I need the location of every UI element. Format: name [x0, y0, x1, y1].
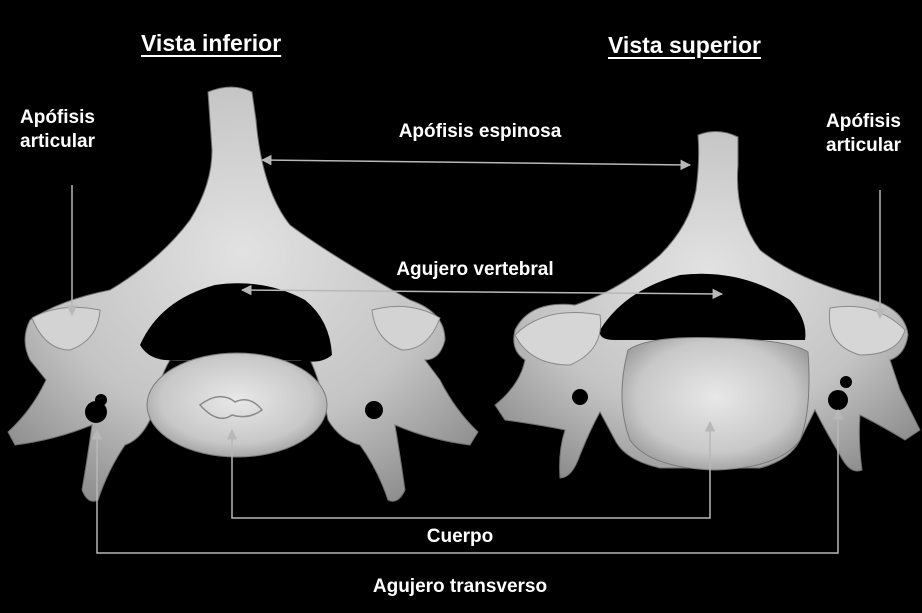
label-agujero-vertebral: Agujero vertebral	[350, 258, 600, 282]
label-apofisis-articular-left: Apófisis articular	[20, 106, 95, 154]
label-line: articular	[20, 130, 95, 154]
vertebra-superior-view	[495, 131, 920, 478]
label-line: Apófisis	[826, 110, 901, 134]
vertebral-body-superior	[622, 338, 809, 471]
transverse-foramen-superior-right-2	[840, 376, 852, 388]
label-line: Apófisis	[20, 106, 95, 130]
label-line: articular	[826, 134, 901, 158]
label-apofisis-articular-right: Apófisis articular	[826, 110, 901, 158]
title-vista-inferior: Vista inferior	[141, 31, 281, 55]
title-vista-superior: Vista superior	[608, 33, 761, 57]
label-apofisis-espinosa: Apófisis espinosa	[360, 120, 600, 144]
label-cuerpo: Cuerpo	[400, 525, 520, 549]
transverse-foramen-superior-right	[828, 390, 848, 410]
pointer-apofisis-espinosa	[262, 160, 690, 165]
transverse-foramen-superior-left	[572, 389, 588, 405]
vertebral-body-inferior	[147, 353, 327, 457]
transverse-foramen-inferior-right	[365, 401, 383, 419]
transverse-foramen-inferior-left-2	[95, 394, 107, 406]
label-agujero-transverso: Agujero transverso	[330, 575, 590, 599]
